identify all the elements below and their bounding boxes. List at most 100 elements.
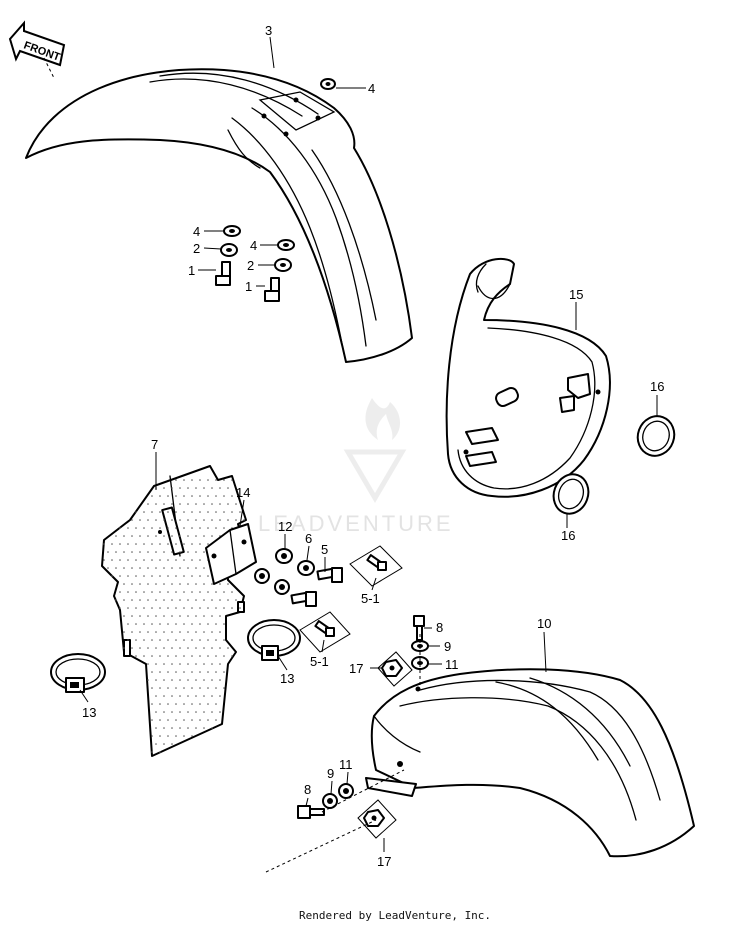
texture-dot bbox=[175, 559, 177, 561]
texture-dot bbox=[207, 639, 209, 641]
bolt-5-1-upper-box[interactable] bbox=[349, 545, 403, 587]
washer-11-lower[interactable] bbox=[338, 783, 354, 799]
washer-small-left[interactable] bbox=[254, 568, 270, 584]
callout-bolt-a: 1 bbox=[188, 263, 195, 278]
texture-dot bbox=[227, 519, 229, 521]
texture-dot bbox=[219, 647, 221, 649]
texture-dot bbox=[151, 559, 153, 561]
texture-dot bbox=[139, 631, 141, 633]
texture-dot bbox=[203, 583, 205, 585]
callout-bolt-8-lower: 8 bbox=[304, 782, 311, 797]
washer-12[interactable] bbox=[275, 548, 293, 564]
texture-dot bbox=[191, 719, 193, 721]
bolt-lower-mid[interactable] bbox=[290, 591, 317, 607]
texture-dot bbox=[211, 535, 213, 537]
texture-dot bbox=[159, 527, 161, 529]
nut-17-lower[interactable] bbox=[357, 799, 397, 839]
texture-dot bbox=[119, 543, 121, 545]
texture-dot bbox=[139, 551, 141, 553]
texture-dot bbox=[211, 695, 213, 697]
texture-dot bbox=[135, 591, 137, 593]
washer-top[interactable] bbox=[320, 78, 336, 90]
texture-dot bbox=[223, 479, 225, 481]
texture-dot bbox=[139, 647, 141, 649]
texture-dot bbox=[163, 487, 165, 489]
texture-dot bbox=[195, 535, 197, 537]
bolt-8-lower[interactable] bbox=[297, 805, 325, 819]
texture-dot bbox=[131, 583, 133, 585]
bolt-a[interactable] bbox=[215, 261, 231, 286]
texture-dot bbox=[167, 639, 169, 641]
texture-dot bbox=[191, 735, 193, 737]
texture-dot bbox=[155, 567, 157, 569]
washer-6[interactable] bbox=[297, 560, 315, 576]
lockwasher-a[interactable] bbox=[220, 243, 238, 257]
texture-dot bbox=[187, 615, 189, 617]
texture-dot bbox=[175, 655, 177, 657]
texture-dot bbox=[191, 687, 193, 689]
clamp-left[interactable] bbox=[50, 653, 106, 693]
texture-dot bbox=[163, 679, 165, 681]
washer-9-lower[interactable] bbox=[322, 793, 338, 809]
bolt-b[interactable] bbox=[264, 277, 280, 302]
watermark-text: LEADVENTURE bbox=[258, 511, 454, 536]
callout-washer-6: 6 bbox=[305, 531, 312, 546]
texture-dot bbox=[147, 567, 149, 569]
bracket[interactable] bbox=[205, 523, 257, 585]
texture-dot bbox=[199, 607, 201, 609]
texture-dot bbox=[199, 527, 201, 529]
texture-dot bbox=[183, 639, 185, 641]
texture-dot bbox=[103, 543, 105, 545]
texture-dot bbox=[147, 583, 149, 585]
texture-dot bbox=[119, 575, 121, 577]
washer-small-mid[interactable] bbox=[274, 579, 290, 595]
rear-fender[interactable] bbox=[365, 668, 695, 858]
texture-dot bbox=[207, 511, 209, 513]
texture-dot bbox=[231, 495, 233, 497]
texture-dot bbox=[199, 655, 201, 657]
nut-17-upper[interactable] bbox=[377, 651, 413, 687]
clamp-right[interactable] bbox=[247, 619, 301, 661]
texture-dot bbox=[143, 575, 145, 577]
texture-dot bbox=[211, 519, 213, 521]
texture-dot bbox=[207, 479, 209, 481]
texture-dot bbox=[199, 719, 201, 721]
texture-dot bbox=[223, 527, 225, 529]
texture-dot bbox=[175, 575, 177, 577]
front-fender[interactable] bbox=[25, 68, 413, 363]
bolt-5[interactable] bbox=[316, 567, 343, 583]
grommet-upper[interactable] bbox=[632, 411, 680, 461]
texture-dot bbox=[131, 551, 133, 553]
bolt-8-upper[interactable] bbox=[413, 615, 425, 641]
texture-dot bbox=[123, 615, 125, 617]
texture-dot bbox=[159, 719, 161, 721]
texture-dot bbox=[187, 535, 189, 537]
mud-flap[interactable] bbox=[101, 465, 247, 757]
texture-dot bbox=[147, 615, 149, 617]
texture-dot bbox=[231, 591, 233, 593]
callout-washer-11-lower: 11 bbox=[339, 757, 353, 772]
headlight-plate[interactable] bbox=[445, 257, 611, 498]
washer-b[interactable] bbox=[277, 239, 295, 251]
texture-dot bbox=[159, 575, 161, 577]
texture-dot bbox=[195, 727, 197, 729]
texture-dot bbox=[155, 631, 157, 633]
texture-dot bbox=[167, 543, 169, 545]
texture-dot bbox=[135, 575, 137, 577]
texture-dot bbox=[151, 591, 153, 593]
washer-11-upper[interactable] bbox=[411, 656, 429, 670]
texture-dot bbox=[215, 687, 217, 689]
texture-dot bbox=[199, 703, 201, 705]
lockwasher-b[interactable] bbox=[274, 258, 292, 272]
texture-dot bbox=[195, 519, 197, 521]
texture-dot bbox=[179, 519, 181, 521]
callout-lockwasher-b: 2 bbox=[247, 258, 254, 273]
grommet-lower[interactable] bbox=[548, 469, 594, 518]
texture-dot bbox=[223, 671, 225, 673]
texture-dot bbox=[171, 743, 173, 745]
texture-dot bbox=[215, 671, 217, 673]
bolt-5-1-lower-box[interactable] bbox=[299, 611, 351, 653]
texture-dot bbox=[159, 543, 161, 545]
texture-dot bbox=[123, 567, 125, 569]
washer-a[interactable] bbox=[223, 225, 241, 237]
